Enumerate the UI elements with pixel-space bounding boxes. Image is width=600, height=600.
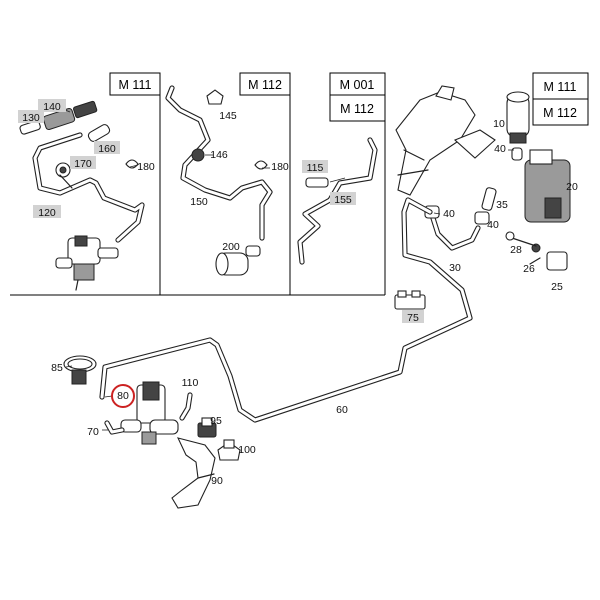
callout-85: 85: [51, 362, 63, 374]
callout-100: 100: [238, 444, 256, 456]
callout-115: 115: [307, 162, 324, 174]
panel-m112-parts: [165, 85, 273, 276]
intake-manifold-assembly: [395, 85, 496, 196]
charcoal-canister-sensor-10: [506, 91, 530, 161]
svg-text:M 111: M 111: [544, 80, 577, 94]
clamp-85: [63, 355, 97, 385]
callout-70: 70: [87, 426, 99, 438]
engine-code-m001-panel3: M 001: [329, 72, 386, 96]
engine-code-m112-panel3: M 112: [329, 94, 386, 122]
svg-text:M 112: M 112: [543, 106, 577, 120]
callout-30: 30: [449, 262, 461, 274]
callout-140: 140: [43, 101, 61, 113]
callout-60: 60: [336, 404, 348, 416]
sensor-25-26-28: [505, 231, 568, 271]
callout-180-panel2: 180: [271, 161, 289, 173]
callout-20: 20: [566, 181, 578, 193]
callout-28: 28: [510, 244, 522, 256]
engine-code-m112-panel2: M 112: [239, 72, 291, 96]
callout-40-left: 40: [443, 208, 455, 220]
svg-text:M 111: M 111: [119, 78, 152, 92]
nut-100: [217, 439, 241, 461]
leader-lines: [65, 149, 514, 431]
callout-160: 160: [98, 143, 116, 155]
callout-150: 150: [190, 196, 208, 208]
pipe-clip-75: [394, 290, 426, 310]
callout-110: 110: [182, 377, 199, 389]
callout-75: 75: [407, 312, 419, 324]
clamp-40-right: [474, 211, 490, 225]
callout-145: 145: [219, 110, 237, 122]
engine-code-m111-panel1: M 111: [109, 72, 161, 96]
rubber-mount-95: [197, 417, 217, 438]
hose-70: [104, 420, 125, 435]
svg-text:M 112: M 112: [340, 102, 374, 116]
svg-text:M 001: M 001: [340, 78, 375, 92]
callout-25: 25: [551, 281, 563, 293]
panel-frames: [10, 95, 386, 296]
hose-110: [179, 392, 193, 421]
highlighted-callouts: [18, 99, 424, 323]
callout-26: 26: [523, 263, 535, 275]
air-pump-valve-panel1: [55, 235, 119, 291]
selected-part-ring-80: [111, 384, 135, 408]
vacuum-valve-200: [215, 245, 261, 276]
callout-40-right: 40: [487, 219, 499, 231]
panel-m111-parts: [19, 100, 145, 291]
callout-35: 35: [496, 199, 508, 211]
callout-146: 146: [210, 149, 228, 161]
callout-95: 95: [210, 415, 222, 427]
bracket-90: [171, 437, 216, 509]
callout-10: 10: [493, 118, 505, 130]
callout-40-top: 40: [494, 143, 506, 155]
air-pump-switchover-valve-80: [120, 381, 179, 445]
callout-90: 90: [211, 475, 223, 487]
engine-code-m112-panel4: M 112: [532, 98, 589, 126]
callout-170: 170: [74, 158, 92, 170]
callout-200: 200: [222, 241, 240, 253]
callout-120: 120: [38, 207, 56, 219]
activated-charcoal-canister-20: [524, 149, 571, 223]
callout-130: 130: [22, 112, 40, 124]
callout-155: 155: [334, 194, 352, 206]
callout-180-panel1: 180: [137, 161, 155, 173]
svg-text:M 112: M 112: [248, 78, 282, 92]
engine-code-m111-panel4: M 111: [532, 72, 589, 100]
callout-80: 80: [117, 390, 129, 402]
callout-labels: 130 140 160 170 180 120 145 146 180 150 …: [22, 101, 578, 487]
